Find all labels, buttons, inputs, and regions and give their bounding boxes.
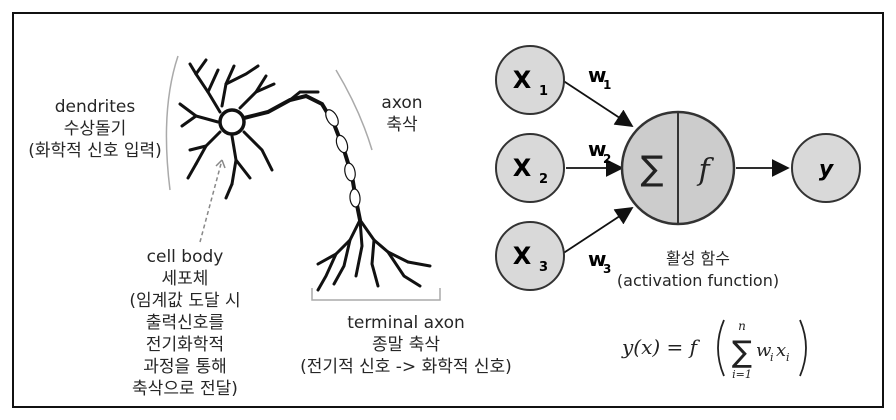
output-symbol: y xyxy=(819,157,835,182)
x2-text: X xyxy=(513,154,532,182)
x1-text: X xyxy=(513,66,532,94)
sum-symbol: ∑ xyxy=(641,149,664,189)
terminal-axon-label: terminal axon 종말 축삭 (전기적 신호 -> 화학적 신호) xyxy=(276,312,536,378)
x3-sub: 3 xyxy=(539,260,548,275)
w1-text: w xyxy=(588,63,606,87)
output-node-y xyxy=(791,133,861,203)
formula-w: w xyxy=(756,340,772,361)
terminal-en: terminal axon xyxy=(347,313,465,333)
cellbody-desc-2: 출력신호를 xyxy=(145,313,225,333)
cellbody-desc-1: (임계값 도달 시 xyxy=(129,291,241,311)
cellbody-desc-4: 과정을 통해 xyxy=(143,357,227,377)
cellbody-en: cell body xyxy=(146,247,224,267)
x3-text: X xyxy=(513,242,532,270)
axon-label: axon 축삭 xyxy=(362,92,442,136)
input-node-x3 xyxy=(495,221,565,291)
formula-w-sub: i xyxy=(770,351,774,364)
w2-text: w xyxy=(588,137,606,161)
formula-open-paren xyxy=(717,319,725,377)
formula-sum-lower: i=1 xyxy=(732,368,752,381)
w2-sub: 2 xyxy=(603,152,611,166)
activation-label: 활성 함수 (activation function) xyxy=(608,248,788,292)
input-node-x2 xyxy=(495,133,565,203)
formula-lhs: y(x) = f xyxy=(621,335,701,359)
terminal-desc: (전기적 신호 -> 화학적 신호) xyxy=(300,357,512,377)
formula-close-paren xyxy=(799,319,807,377)
dendrites-desc: (화학적 신호 입력) xyxy=(28,141,162,161)
cellbody-ko: 세포체 xyxy=(161,269,209,289)
formula-x-sub: i xyxy=(786,351,790,364)
cellbody-desc-5: 축삭으로 전달) xyxy=(132,379,238,399)
axon-en: axon xyxy=(381,93,423,113)
dendrites-label: dendrites 수상돌기 (화학적 신호 입력) xyxy=(20,96,170,162)
activation-ko: 활성 함수 xyxy=(666,249,730,268)
w3-sub: 3 xyxy=(603,262,611,276)
figure-frame xyxy=(12,12,884,408)
axon-ko: 축삭 xyxy=(386,115,418,135)
cellbody-desc-3: 전기화학적 xyxy=(145,335,225,355)
formula-sum: ∑ xyxy=(732,335,752,370)
edge-x3-sum xyxy=(561,207,634,255)
formula-sum-upper: n xyxy=(738,319,746,333)
input-node-x1 xyxy=(495,45,565,115)
terminal-ko: 종말 축삭 xyxy=(372,335,440,355)
activation-en: (activation function) xyxy=(616,271,780,290)
x2-sub: 2 xyxy=(539,172,548,187)
x1-sub: 1 xyxy=(539,84,548,99)
cellbody-label: cell body 세포체 (임계값 도달 시 출력신호를 전기화학적 과정을 … xyxy=(110,246,260,400)
edge-x1-sum xyxy=(561,79,634,127)
w3-text: w xyxy=(588,247,606,271)
w1-sub: 1 xyxy=(603,78,611,92)
formula-x: x xyxy=(776,340,786,361)
dendrites-en: dendrites xyxy=(54,97,136,117)
dendrites-ko: 수상돌기 xyxy=(63,119,127,139)
